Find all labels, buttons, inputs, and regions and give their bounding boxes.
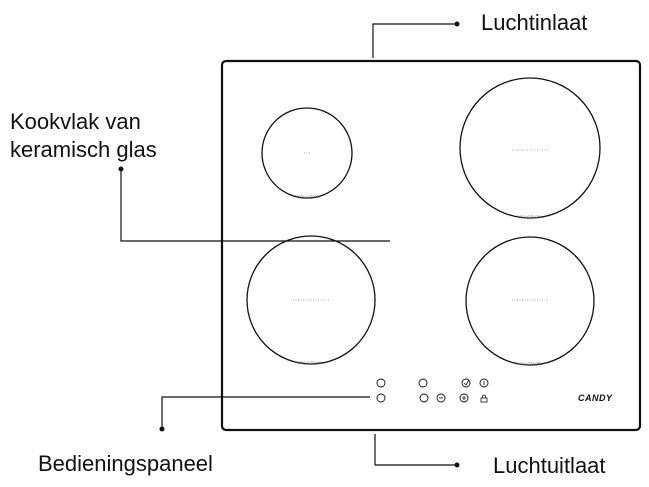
circle-button-icon <box>418 378 428 388</box>
cooking-zone-top-left <box>261 107 353 199</box>
timer-icon <box>461 378 471 388</box>
cooking-zone-bottom-left <box>246 235 376 365</box>
air-inlet-label: Luchtinlaat <box>481 10 588 35</box>
minus-icon <box>436 393 446 403</box>
circle-button-icon <box>376 378 386 388</box>
brand-logo: CANDY <box>578 393 613 403</box>
zone-marking: INDUCTION <box>296 194 321 199</box>
air-outlet-leader-dot <box>454 462 460 468</box>
cooking-zone-bottom-right <box>465 236 595 366</box>
glass-surface-leader-dot <box>118 166 124 172</box>
plus-icon <box>459 393 469 403</box>
power-icon <box>479 378 489 388</box>
zone-marking: INDUCTION <box>297 360 322 365</box>
lock-icon <box>480 394 488 403</box>
glass-surface-leader <box>120 169 390 242</box>
control-panel-label: Bedieningspaneel <box>38 451 213 476</box>
air-outlet-leader <box>374 434 455 466</box>
glass-surface-label-line2: keramisch glas <box>10 137 157 162</box>
circle-button-icon <box>419 393 429 403</box>
air-outlet-label: Luchtuitlaat <box>493 453 606 478</box>
zone-marking: INDUCTION <box>517 361 542 366</box>
zone-marking: INDUCTION <box>517 214 542 219</box>
glass-surface-label-line1: Kookvlak van <box>10 109 141 134</box>
control-panel-leader <box>161 396 370 428</box>
air-inlet-leader <box>372 23 456 58</box>
air-inlet-leader-dot <box>454 21 460 27</box>
control-panel-leader-dot <box>159 426 165 432</box>
hob-outline <box>220 59 642 432</box>
circle-button-icon <box>376 393 386 403</box>
cooking-zone-top-right <box>459 77 601 219</box>
